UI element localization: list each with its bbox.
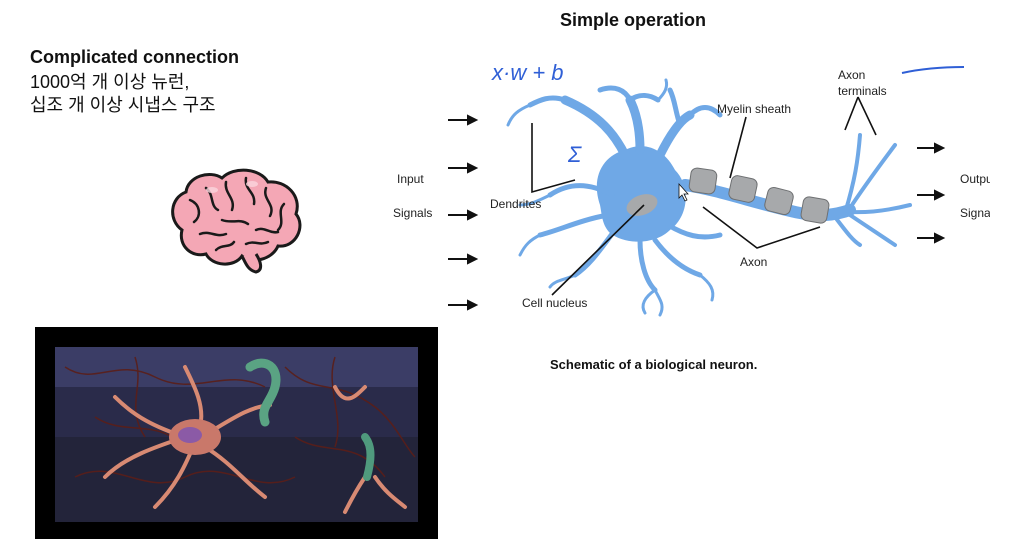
myelin-sheath — [688, 167, 830, 224]
input-label: Input — [397, 172, 424, 186]
neuron-count-text: 1000억 개 이상 뉴런, — [30, 72, 190, 92]
cell-nucleus-label: Cell nucleus — [522, 296, 587, 310]
simple-operation-heading: Simple operation — [560, 10, 707, 30]
handwritten-stroke — [901, 66, 965, 74]
input-arrows — [448, 114, 479, 311]
output-signals-label: Signals — [960, 206, 990, 220]
mouse-cursor-icon — [678, 182, 689, 202]
axon-terminals-label-1: Axon — [838, 68, 865, 82]
schematic-caption: Schematic of a biological neuron. — [550, 357, 758, 372]
neuron-schematic: x·w + b Σ Input Signals Dendrites Cell n… — [393, 60, 990, 317]
complicated-connection-heading: Complicated connection — [30, 47, 240, 67]
output-label: Output — [960, 172, 990, 186]
synapse-count-text: 십조 개 이상 시냅스 구조 — [30, 95, 216, 115]
axon-terminals-label-2: terminals — [838, 84, 887, 98]
input-signals-label: Signals — [393, 206, 432, 220]
axon-terminals — [833, 133, 912, 247]
cell-nucleus — [626, 194, 658, 216]
neuron-body — [506, 78, 723, 317]
axon-label: Axon — [740, 255, 767, 269]
myelin-sheath-label: Myelin sheath — [717, 102, 791, 116]
brain-icon — [171, 168, 302, 274]
handwritten-sigma: Σ — [567, 142, 582, 167]
dendrites-label: Dendrites — [490, 197, 541, 211]
neuron-photo — [35, 327, 438, 539]
handwritten-formula: x·w + b — [491, 60, 564, 85]
output-arrows — [917, 142, 946, 244]
